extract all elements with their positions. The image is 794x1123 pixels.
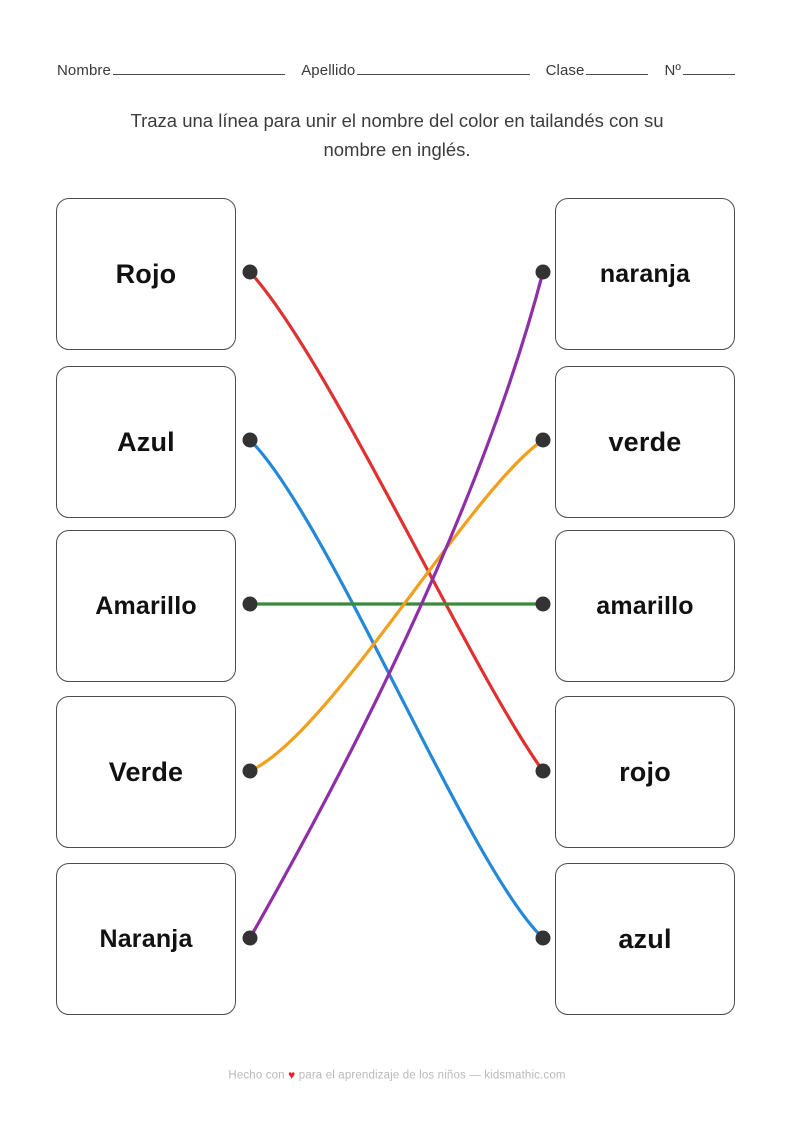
right-node-dot-3[interactable] [535, 596, 551, 612]
student-info-line: Nombre Apellido Clase Nº [57, 62, 737, 90]
left-card-2[interactable]: Azul [56, 366, 236, 518]
left-node-dot-3[interactable] [242, 596, 258, 612]
number-label: Nº [664, 62, 681, 79]
footer-prefix: Hecho con [228, 1069, 285, 1082]
connector-dots [242, 264, 551, 946]
name-blank[interactable] [112, 74, 286, 75]
right-card-1[interactable]: naranja [555, 198, 735, 350]
right-node-dot-2[interactable] [535, 432, 551, 448]
right-card-label: naranja [599, 259, 691, 288]
right-node-dot-1[interactable] [535, 264, 551, 280]
connector-paths [248, 270, 545, 940]
connector-line-verde [248, 438, 545, 773]
surname-label: Apellido [301, 62, 356, 79]
right-card-label: azul [618, 923, 672, 954]
footer-credit: Hecho con ♥ para el aprendizaje de los n… [0, 1068, 794, 1082]
number-blank[interactable] [683, 74, 735, 75]
left-node-dot-4[interactable] [242, 763, 258, 779]
connector-line-naranja [248, 270, 545, 940]
instructions-text: Traza una línea para unir el nombre del … [130, 110, 664, 160]
left-node-dot-2[interactable] [242, 432, 258, 448]
left-card-3[interactable]: Amarillo [56, 530, 236, 682]
right-node-dot-4[interactable] [535, 763, 551, 779]
left-card-5[interactable]: Naranja [56, 863, 236, 1015]
left-card-label: Verde [108, 756, 184, 787]
left-card-4[interactable]: Verde [56, 696, 236, 848]
left-card-label: Azul [117, 426, 175, 457]
right-card-5[interactable]: azul [555, 863, 735, 1015]
left-node-dot-1[interactable] [242, 264, 258, 280]
surname-blank[interactable] [357, 74, 530, 75]
right-card-label: rojo [619, 756, 671, 787]
right-card-2[interactable]: verde [555, 366, 735, 518]
left-node-dot-5[interactable] [242, 930, 258, 946]
left-card-label: Naranja [99, 924, 193, 953]
right-node-dot-5[interactable] [535, 930, 551, 946]
right-card-3[interactable]: amarillo [555, 530, 735, 682]
footer-suffix: para el aprendizaje de los niños — kidsm… [298, 1069, 566, 1082]
class-blank[interactable] [586, 74, 649, 75]
connector-line-azul [248, 438, 545, 940]
right-card-label: verde [608, 426, 682, 457]
name-label: Nombre [57, 62, 111, 79]
left-card-label: Amarillo [95, 591, 197, 620]
right-card-4[interactable]: rojo [555, 696, 735, 848]
left-card-1[interactable]: Rojo [56, 198, 236, 350]
right-card-label: amarillo [596, 591, 694, 620]
connector-line-rojo [248, 270, 545, 773]
heart-icon: ♥ [288, 1068, 296, 1082]
matching-board: Rojo Azul Amarillo Verde Naranja naranja… [0, 190, 794, 1020]
left-card-label: Rojo [115, 258, 177, 289]
class-label: Clase [545, 62, 585, 79]
